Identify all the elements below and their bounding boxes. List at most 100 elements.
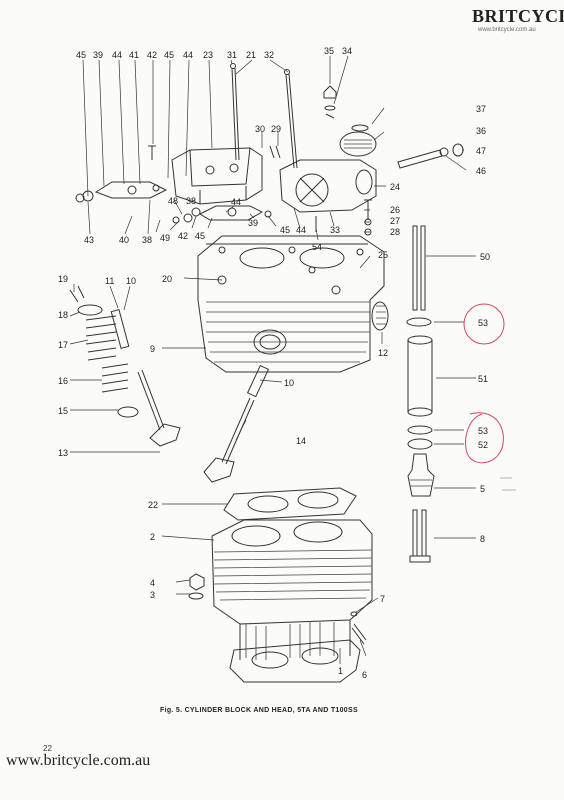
callout-8: 8: [480, 534, 485, 544]
callout-5: 5: [480, 484, 485, 494]
callout-26: 26: [390, 205, 400, 215]
callout-29: 29: [271, 124, 281, 134]
callout-11: 11: [105, 276, 114, 286]
callout-18: 18: [58, 310, 68, 320]
cylinder-block-2: [211, 519, 373, 660]
callout-39: 39: [248, 218, 258, 228]
pushrod-32: [284, 69, 298, 169]
leader-lines: [69, 55, 476, 664]
callout-15: 15: [58, 406, 68, 416]
callout-19: 19: [58, 274, 68, 284]
rocker-cap-36: [339, 124, 377, 157]
callout-30: 30: [255, 124, 265, 134]
callout-48: 48: [168, 196, 178, 206]
callout-43: 43: [84, 235, 94, 245]
callout-54: 54: [312, 242, 322, 252]
valve-guide-10: [246, 364, 270, 398]
callout-2: 2: [150, 532, 155, 542]
washer-52: [407, 438, 433, 450]
callout-32: 32: [264, 50, 274, 60]
rocker-box-24: [279, 159, 377, 213]
valve-13: [137, 369, 181, 447]
bolts-26-28: [269, 145, 372, 236]
highlight-circle-53-52: [465, 412, 504, 464]
callout-1: 1: [338, 666, 343, 676]
callout-31: 31: [227, 50, 237, 60]
callout-45: 45: [164, 50, 174, 60]
callout-16: 16: [58, 376, 68, 386]
callout-27: 27: [390, 216, 400, 226]
callout-37: 37: [476, 104, 486, 114]
pencil-marks: [500, 477, 516, 491]
callout-35: 35: [324, 46, 334, 56]
brand-url: www.britcycle.com.au: [478, 27, 536, 33]
britcycle-logo: BRITCYCLE: [472, 6, 564, 26]
callout-34: 34: [342, 46, 352, 56]
callout-44: 44: [231, 197, 241, 207]
callout-25: 25: [378, 250, 388, 260]
callout-52: 52: [478, 440, 488, 450]
callout-10: 10: [126, 276, 136, 286]
seal-53-top: [406, 317, 432, 327]
callout-45: 45: [195, 231, 205, 241]
valve-collar-18: [77, 304, 103, 316]
stud-6-7: [350, 611, 367, 645]
callout-41: 41: [129, 50, 139, 60]
callout-51: 51: [478, 374, 488, 384]
tappets-8: [409, 509, 431, 563]
callout-38: 38: [186, 196, 196, 206]
page-number: 22: [43, 744, 52, 753]
head-gasket-22: [223, 487, 357, 521]
callout-44: 44: [296, 225, 306, 235]
callout-40: 40: [119, 235, 129, 245]
figure-caption: Fig. 5. CYLINDER BLOCK AND HEAD, 5TA AND…: [160, 707, 358, 714]
callout-46: 46: [476, 166, 486, 176]
valve-guide-11: [110, 308, 130, 350]
cylinder-head-9: [197, 235, 389, 373]
nut-4-washer-3: [188, 573, 205, 600]
callout-21: 21: [246, 50, 256, 60]
tappet-guide-5: [407, 453, 435, 497]
callout-53: 53: [478, 426, 488, 436]
valve-springs-17-16: [85, 315, 129, 393]
washer-15: [117, 406, 139, 418]
seal-53-bottom: [407, 425, 433, 435]
callout-6: 6: [362, 670, 367, 680]
callout-45: 45: [76, 50, 86, 60]
callout-45: 45: [280, 225, 290, 235]
callout-28: 28: [390, 227, 400, 237]
callout-9: 9: [150, 344, 155, 354]
callout-47: 47: [476, 146, 486, 156]
callout-38: 38: [142, 235, 152, 245]
footer-url: www.britcycle.com.au: [6, 752, 151, 769]
callout-44: 44: [112, 50, 122, 60]
valve-14: [203, 397, 255, 483]
callout-23: 23: [203, 50, 213, 60]
valve-cotters-19: [69, 285, 85, 303]
callout-50: 50: [480, 252, 490, 262]
callout-4: 4: [150, 578, 155, 588]
highlight-circle-53: [463, 303, 505, 345]
nut-35: [323, 85, 337, 119]
callout-14: 14: [296, 436, 306, 446]
callout-numbers: 45 39 44 41 42 45 44 23 31 21 32 35 34 3…: [58, 46, 490, 680]
callout-53: 53: [478, 318, 488, 328]
base-gasket-1: [229, 639, 361, 683]
washer-47: [452, 143, 464, 157]
callout-13: 13: [58, 448, 68, 458]
callout-3: 3: [150, 590, 155, 600]
callout-7: 7: [380, 594, 385, 604]
callout-36: 36: [476, 126, 486, 136]
oil-pipe-46: [397, 147, 449, 169]
callout-17: 17: [58, 340, 68, 350]
pushrod-tube-51: [407, 335, 433, 417]
pushrod-21: [230, 63, 240, 161]
callout-10: 10: [284, 378, 294, 388]
callout-20: 20: [162, 274, 172, 284]
callout-22: 22: [148, 500, 158, 510]
callout-12: 12: [378, 348, 388, 358]
rocker-box-23: [171, 147, 263, 205]
callout-39: 39: [93, 50, 103, 60]
